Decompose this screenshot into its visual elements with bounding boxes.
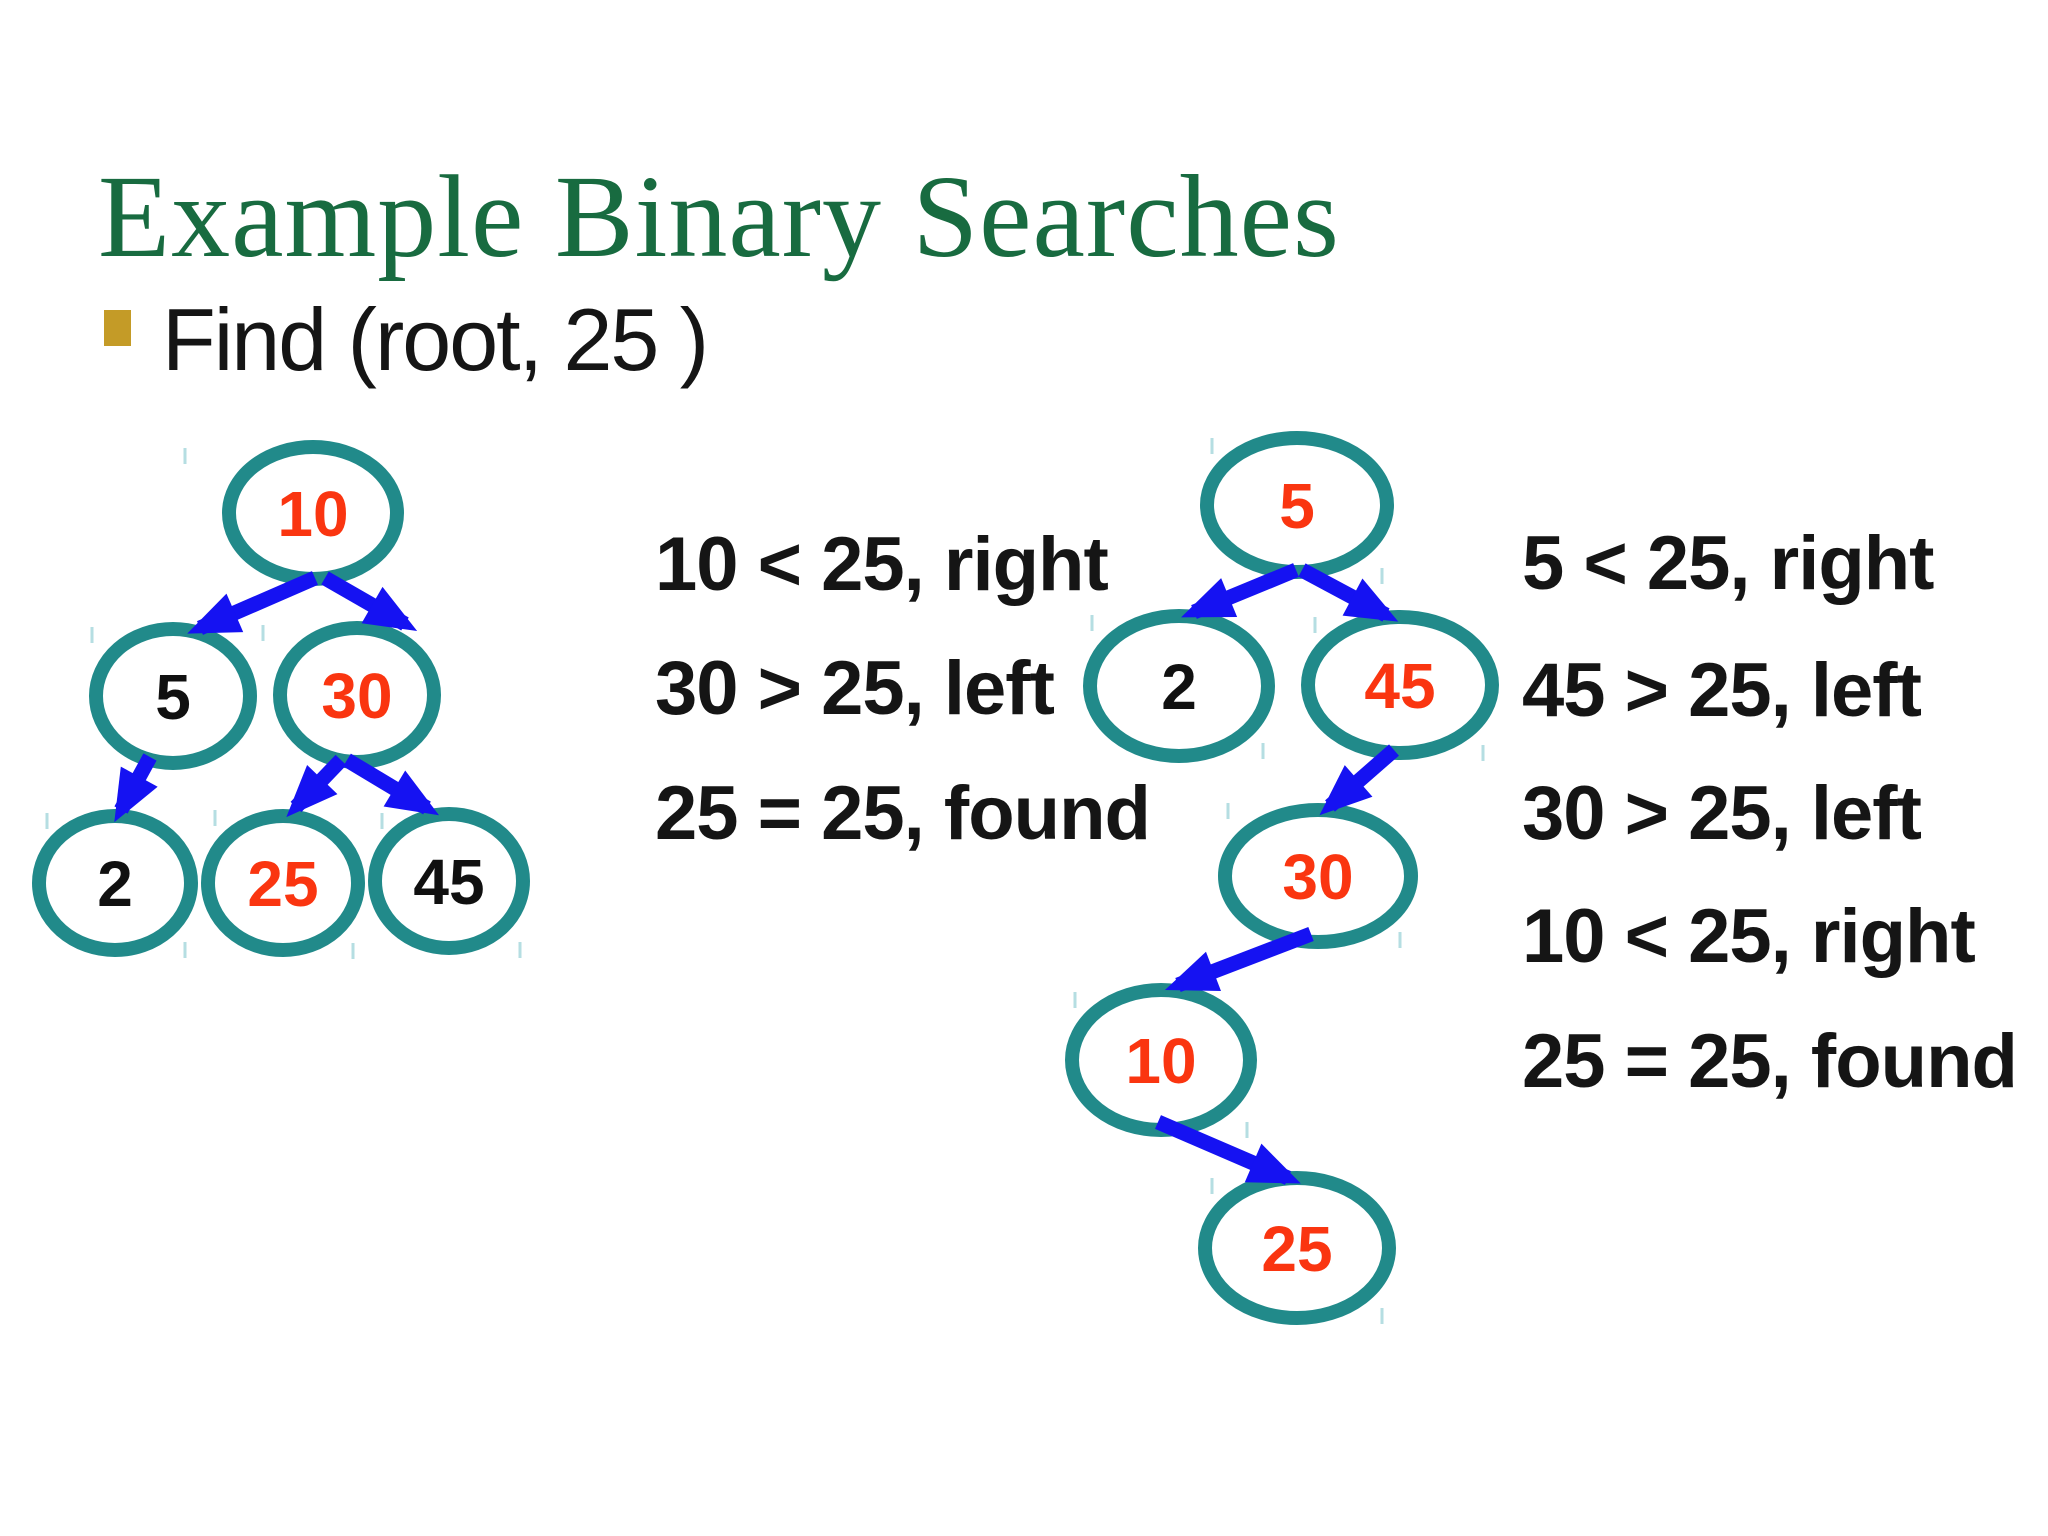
edge-L30-to-L45 (343, 753, 440, 816)
left-tree-node-25-value: 25 (247, 848, 318, 920)
right-tree-node-30 (1218, 803, 1418, 949)
right-tree-node-30-value: 30 (1282, 841, 1353, 913)
right-tree-node-25-value: 25 (1261, 1213, 1332, 1285)
right-tree-node-5-value: 5 (1279, 470, 1315, 542)
right-tree-node-10-value: 10 (1125, 1025, 1196, 1097)
edge-L10-to-L5 (187, 571, 318, 635)
step-right-2: 45 > 25, left (1522, 648, 1922, 733)
edge-R5-to-R45 (1298, 563, 1399, 622)
right-tree-node-2 (1083, 609, 1275, 763)
edge-R10-to-R25 (1155, 1115, 1301, 1185)
step-right-1: 5 < 25, right (1522, 521, 1934, 606)
edge-L30-to-L25 (286, 754, 347, 818)
right-tree-node-45-value: 45 (1364, 650, 1435, 722)
left-tree-node-10-value: 10 (277, 478, 348, 550)
edge-R5-to-R2 (1181, 563, 1299, 619)
step-left-2: 30 > 25, left (655, 646, 1055, 731)
left-tree-node-45 (368, 807, 530, 955)
edge-L10-to-L30 (321, 571, 418, 631)
step-right-5: 25 = 25, found (1522, 1019, 2018, 1104)
left-tree-node-5 (89, 622, 257, 770)
right-tree-node-45 (1301, 610, 1499, 760)
right-tree-node-2-value: 2 (1161, 651, 1197, 723)
left-tree-node-45-value: 45 (413, 846, 484, 918)
step-left-1: 10 < 25, right (655, 522, 1109, 607)
edge-R30-to-R10 (1164, 926, 1314, 993)
left-tree-node-2-value: 2 (97, 848, 133, 920)
edge-R45-to-R30 (1319, 744, 1399, 816)
left-tree-node-30-value: 30 (321, 660, 392, 732)
step-left-3: 25 = 25, found (655, 771, 1151, 856)
bullet-square-icon (104, 310, 131, 346)
right-tree-node-5 (1200, 431, 1394, 579)
right-tree: 5 2 45 30 10 25 (1065, 431, 1499, 1325)
step-right-4: 10 < 25, right (1522, 894, 1976, 979)
left-tree-node-25 (201, 809, 365, 957)
bullet-text: Find (root, 25 ) (162, 290, 709, 389)
left-tree: 10 5 30 2 25 45 (32, 440, 530, 957)
edge-L5-to-L2 (114, 753, 158, 823)
step-right-3: 30 > 25, left (1522, 771, 1922, 856)
page-title: Example Binary Searches (98, 151, 1340, 283)
left-tree-node-5-value: 5 (155, 661, 191, 733)
